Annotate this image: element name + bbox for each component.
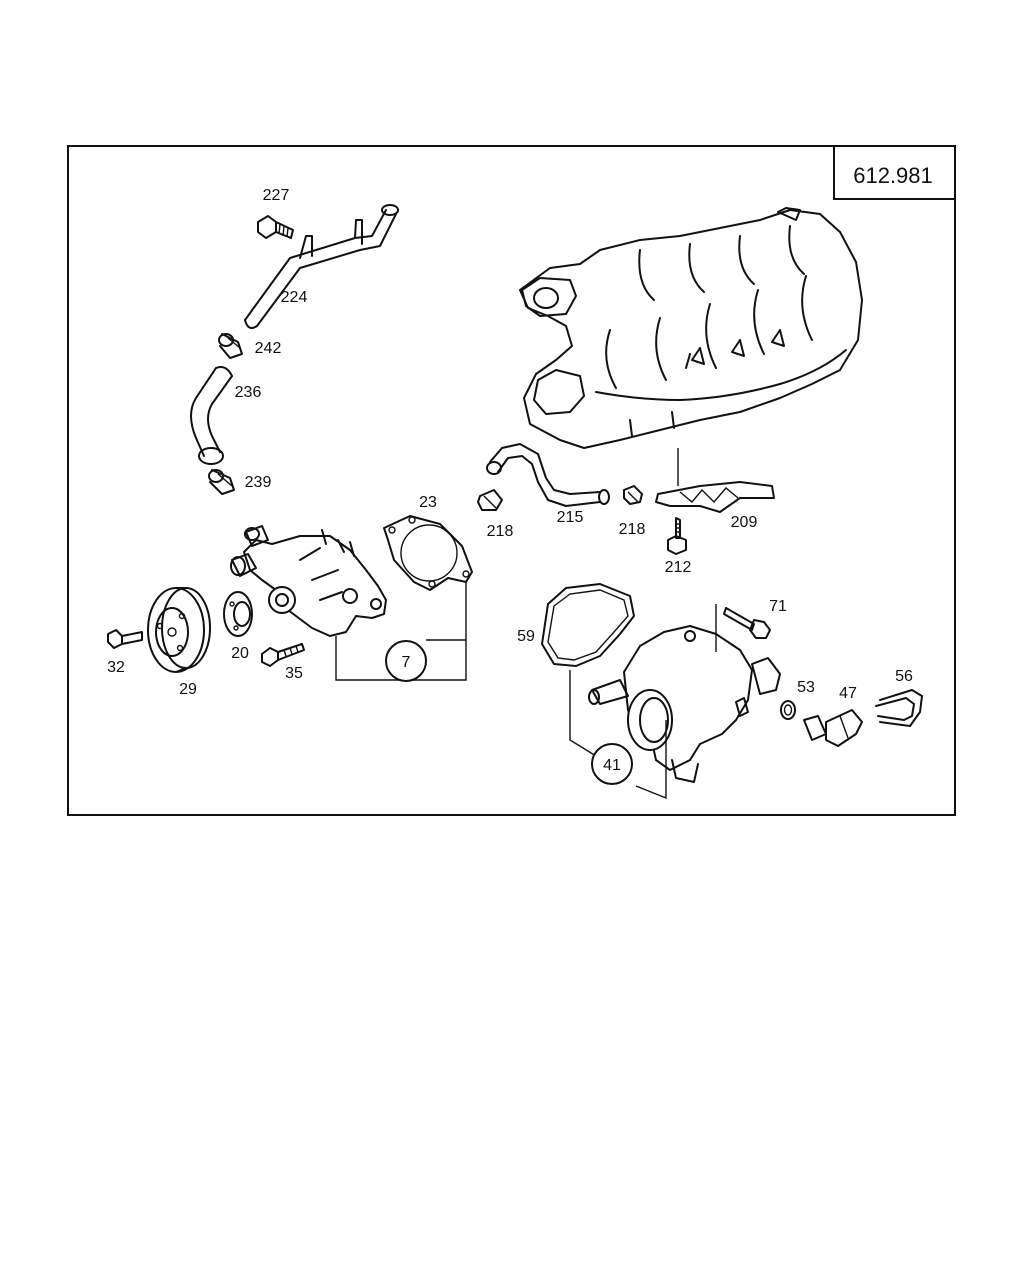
part-218-clamp-left bbox=[477, 489, 503, 511]
callout-242: 242 bbox=[255, 340, 282, 357]
callout-227: 227 bbox=[263, 187, 290, 204]
callout-218-right: 218 bbox=[619, 521, 646, 538]
part-59-gasket bbox=[541, 583, 635, 667]
part-intake-manifold bbox=[519, 207, 863, 449]
callout-labels: 227 224 242 236 239 23 218 215 218 209 2… bbox=[107, 187, 913, 702]
part-35-bolt bbox=[261, 643, 305, 667]
reference-box bbox=[833, 146, 955, 200]
part-32-bolt bbox=[107, 629, 143, 649]
part-224-pipe bbox=[244, 204, 399, 329]
callout-47: 47 bbox=[839, 685, 857, 702]
assembly-41-bracket: 41 bbox=[569, 670, 667, 800]
part-242-clamp bbox=[218, 333, 243, 359]
part-53-seal-ring bbox=[780, 700, 796, 720]
callout-71: 71 bbox=[769, 598, 787, 615]
part-212-bolt bbox=[667, 517, 687, 555]
callout-41: 41 bbox=[603, 757, 621, 774]
callout-209: 209 bbox=[731, 514, 758, 531]
part-236-hose bbox=[190, 366, 233, 465]
callout-35: 35 bbox=[285, 665, 303, 682]
part-227-bolt bbox=[257, 215, 294, 239]
part-water-pump bbox=[230, 525, 387, 637]
assembly-7-bracket: 7 bbox=[335, 582, 467, 682]
callout-23: 23 bbox=[419, 494, 437, 511]
callout-212: 212 bbox=[665, 559, 692, 576]
callout-239: 239 bbox=[245, 474, 272, 491]
part-47-sensor bbox=[803, 709, 863, 747]
callout-7: 7 bbox=[402, 654, 411, 671]
part-29-pulley bbox=[147, 587, 211, 673]
part-23-gasket bbox=[383, 515, 473, 591]
callout-224: 224 bbox=[281, 289, 308, 306]
part-thermostat-housing bbox=[588, 604, 781, 783]
part-215-pipe bbox=[486, 443, 610, 507]
part-56-clip bbox=[875, 689, 923, 727]
part-218-clamp-right bbox=[623, 485, 643, 505]
callout-29: 29 bbox=[179, 681, 197, 698]
callout-215: 215 bbox=[557, 509, 584, 526]
callout-20: 20 bbox=[231, 645, 249, 662]
part-71-bolt bbox=[723, 607, 771, 639]
part-20-hub bbox=[223, 591, 253, 637]
part-239-clamp bbox=[208, 469, 235, 495]
callout-218-left: 218 bbox=[487, 523, 514, 540]
callout-32: 32 bbox=[107, 659, 125, 676]
diagram-frame bbox=[67, 145, 956, 816]
callout-53: 53 bbox=[797, 679, 815, 696]
callout-56: 56 bbox=[895, 668, 913, 685]
part-209-rail bbox=[655, 448, 775, 513]
callout-236: 236 bbox=[235, 384, 262, 401]
callout-59: 59 bbox=[517, 628, 535, 645]
reference-code: 612.981 bbox=[853, 163, 933, 188]
